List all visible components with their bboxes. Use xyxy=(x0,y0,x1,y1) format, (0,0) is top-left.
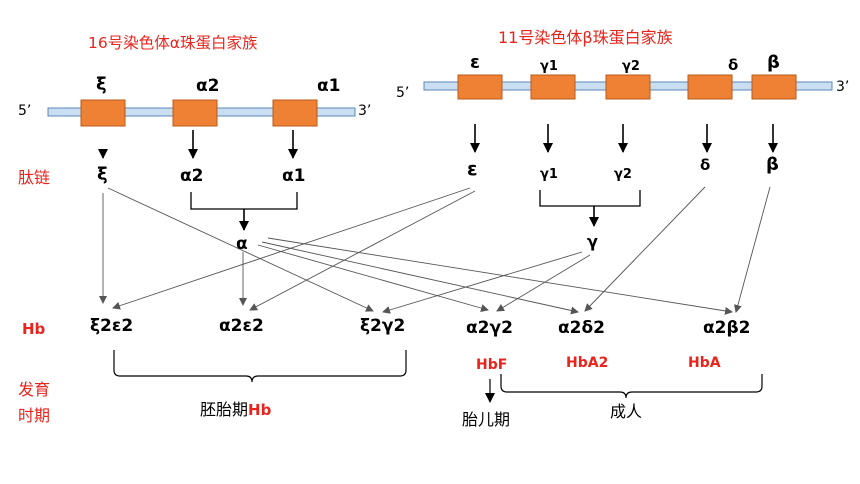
link-beta-a2b2 xyxy=(733,186,771,313)
gamma-merge-bracket xyxy=(539,190,641,207)
row-label-peptide: 肽链 xyxy=(18,168,51,187)
alpha-merge-bracket xyxy=(190,192,298,210)
hb-a2b2: α2β2 xyxy=(703,318,751,338)
chr11-3prime: 3’ xyxy=(836,79,850,95)
link-eps-a2eps2 xyxy=(249,190,476,311)
link-gamma-xi2g2 xyxy=(382,251,583,314)
peptide-alpha: α xyxy=(236,234,248,254)
gene-label-beta: β xyxy=(767,52,780,73)
gene-label-gamma2: γ2 xyxy=(622,59,640,74)
row-label-stage-1: 发育 xyxy=(18,380,51,399)
link-alpha-a2b2 xyxy=(267,237,733,315)
hb-name-hbf: HbF xyxy=(476,357,508,373)
peptide-gamma2: γ2 xyxy=(614,167,632,182)
gene-label-gamma1: γ1 xyxy=(540,59,558,74)
gene-box-xi xyxy=(80,99,126,127)
peptide-gamma: γ xyxy=(587,232,598,251)
peptide-delta: δ xyxy=(700,156,711,174)
row-label-hb: Hb xyxy=(22,320,46,338)
link-delta-a2d2 xyxy=(584,186,706,312)
chr16-title: 16号染色体α珠蛋白家族 xyxy=(88,34,258,52)
stage-embryonic-suffix: Hb xyxy=(248,401,272,419)
stage-embryonic: 胚胎期Hb xyxy=(200,402,271,418)
gene-box-alpha2 xyxy=(172,99,218,127)
gene-label-xi: ξ xyxy=(96,74,107,95)
chr16-3prime: 3’ xyxy=(358,103,372,119)
peptide-alpha1: α1 xyxy=(282,166,306,186)
gene-box-gamma1 xyxy=(530,74,576,100)
gene-label-epsilon: ε xyxy=(470,52,481,73)
link-xi-xi2g2 xyxy=(107,187,374,312)
hb-a2d2: α2δ2 xyxy=(558,318,606,338)
link-alpha-a2g2 xyxy=(257,244,489,312)
hb-name-hba2: HbA2 xyxy=(566,355,609,371)
hb-xi2eps2: ξ2ε2 xyxy=(90,316,134,336)
embryonic-bracket xyxy=(113,350,407,383)
chr16-5prime: 5’ xyxy=(18,103,32,119)
peptide-beta: β xyxy=(766,154,779,175)
peptide-alpha2: α2 xyxy=(180,166,204,186)
hb-xi2g2: ξ2γ2 xyxy=(360,316,406,336)
gene-box-beta xyxy=(751,74,797,100)
gene-box-alpha1 xyxy=(272,99,318,127)
link-alpha-a2d2 xyxy=(261,241,579,315)
hb-a2g2: α2γ2 xyxy=(466,318,513,338)
stage-fetal: 胎儿期 xyxy=(462,410,511,429)
gene-box-epsilon xyxy=(457,74,503,100)
chr11-5prime: 5’ xyxy=(396,85,410,101)
hb-name-hba: HbA xyxy=(688,355,721,371)
peptide-gamma1: γ1 xyxy=(540,167,558,182)
gene-label-alpha2: α2 xyxy=(196,76,220,96)
peptide-epsilon: ε xyxy=(467,158,478,180)
gene-box-delta xyxy=(687,74,733,100)
stage-embryonic-text: 胚胎期 xyxy=(200,400,249,419)
link-gamma-a2g2 xyxy=(496,254,591,312)
peptide-xi: ξ xyxy=(97,164,108,185)
adult-bracket xyxy=(500,374,763,399)
stage-adult: 成人 xyxy=(610,402,643,421)
gene-label-delta: δ xyxy=(728,56,739,74)
chr11-title: 11号染色体β珠蛋白家族 xyxy=(498,28,673,47)
row-label-stage-2: 时期 xyxy=(18,406,51,425)
hb-a2eps2: α2ε2 xyxy=(219,316,264,336)
link-eps-xi2eps2 xyxy=(112,187,471,310)
gene-box-gamma2 xyxy=(605,74,651,100)
gene-label-alpha1: α1 xyxy=(317,76,341,96)
